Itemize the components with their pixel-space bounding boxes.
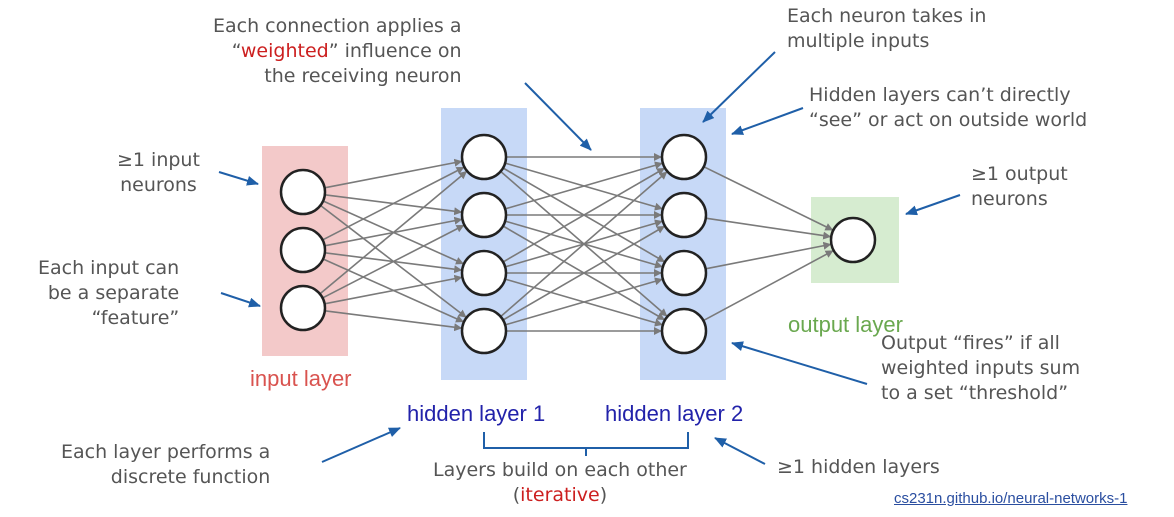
annotation-connection-line1: Each connection applies a — [213, 15, 462, 37]
annotation-build-line2: (iterative) — [433, 483, 687, 508]
layers-brace — [483, 432, 689, 456]
annotation-layer-function-line1: Each layer performs a — [61, 441, 271, 463]
annotation-layer-function: Each layer performs a discrete function — [61, 440, 270, 490]
connection-hidden2-3-to-output-0 — [703, 250, 834, 322]
annotation-fires-line2: weighted inputs sum — [881, 357, 1081, 379]
annotation-hidden-see-line2: “see” or act on outside world — [809, 109, 1088, 131]
neurons — [279, 133, 877, 355]
annotation-hidden-see: Hidden layers can’t directly “see” or ac… — [809, 83, 1087, 133]
neuron-hidden2-4 — [660, 307, 708, 355]
arrow-hidden-count — [714, 437, 766, 465]
annotation-input-neurons: ≥1 input neurons — [117, 148, 200, 198]
annotation-connection-line2: “weighted” influence on — [213, 39, 462, 64]
annotation-connection-post: ” influence on — [328, 40, 462, 62]
neuron-input-2 — [279, 226, 327, 274]
hidden-layer-1-label: hidden layer 1 — [407, 401, 546, 426]
connection-input-2-to-hidden1-0 — [319, 171, 468, 295]
annotation-fires-line1: Output “fires” if all — [881, 332, 1060, 354]
annotation-build-pre: ( — [512, 484, 521, 506]
connection-hidden1-3-to-hidden2-0 — [500, 171, 668, 318]
connection-input-0-to-hidden1-0 — [324, 158, 463, 189]
connection-hidden2-0-to-output-0 — [703, 165, 834, 231]
annotation-feature-line1: Each input can — [38, 257, 180, 279]
arrow-input-neurons — [218, 171, 259, 186]
annotation-feature: Each input can be a separate “feature” — [38, 256, 179, 331]
annotation-hidden-count: ≥1 hidden layers — [777, 455, 940, 480]
connection-input-1-to-hidden1-0 — [322, 166, 465, 241]
neuron-hidden1-3 — [460, 249, 508, 297]
connection-hidden1-3-to-hidden2-1 — [502, 225, 665, 321]
arrow-neuron-inputs — [702, 51, 776, 123]
annotation-hidden-count-line1: ≥1 hidden layers — [777, 456, 940, 478]
annotation-neuron-inputs-line1: Each neuron takes in — [787, 5, 987, 27]
annotation-feature-line2: be a separate — [47, 282, 180, 304]
arrow-connection — [524, 82, 592, 151]
neuron-hidden2-3 — [660, 249, 708, 297]
arrow-hidden-see — [731, 107, 804, 135]
arrow-feature — [220, 292, 261, 308]
annotation-output-neurons: ≥1 output neurons — [971, 162, 1068, 212]
annotation-feature-line3: “feature” — [91, 307, 180, 329]
connection-hidden2-2-to-output-0 — [705, 241, 832, 270]
annotation-arrows — [218, 51, 961, 465]
annotation-input-neurons-line2: neurons — [120, 174, 197, 196]
connection-hidden1-1-to-hidden2-0 — [504, 161, 663, 210]
annotation-connection: Each connection applies a “weighted” inf… — [213, 14, 462, 89]
connection-input-2-to-hidden1-2 — [324, 274, 463, 305]
arrow-layer-function — [321, 427, 401, 463]
hidden-layer-2-label: hidden layer 2 — [605, 401, 744, 426]
annotation-connection-pre: “ — [231, 40, 241, 62]
annotation-input-neurons-line1: ≥1 input — [117, 149, 200, 171]
neuron-output-1 — [829, 216, 877, 264]
annotation-build-highlight: iterative — [520, 484, 600, 506]
annotation-fires-line3: to a set “threshold” — [881, 382, 1069, 404]
annotation-neuron-inputs-line2: multiple inputs — [787, 30, 930, 52]
neuron-hidden1-4 — [460, 307, 508, 355]
annotation-build-line1: Layers build on each other — [433, 459, 687, 481]
connections — [319, 153, 834, 335]
input-layer-label: input layer — [250, 366, 352, 391]
annotation-neuron-inputs: Each neuron takes in multiple inputs — [787, 4, 986, 54]
neuron-hidden1-1 — [460, 133, 508, 181]
connection-hidden1-3-to-hidden2-2 — [504, 277, 663, 326]
connection-hidden2-1-to-output-0 — [705, 217, 832, 240]
output-layer-label: output layer — [788, 312, 903, 337]
annotation-build: Layers build on each other (iterative) — [433, 458, 687, 508]
connection-hidden1-2-to-hidden2-0 — [502, 167, 665, 263]
annotation-connection-highlight: weighted — [240, 40, 329, 62]
annotation-output-neurons-line2: neurons — [971, 188, 1048, 210]
arrow-output-neurons — [905, 194, 961, 216]
neuron-input-3 — [279, 284, 327, 332]
source-link[interactable]: cs231n.github.io/neural-networks-1 — [894, 490, 1128, 507]
annotation-output-neurons-line1: ≥1 output — [971, 163, 1068, 185]
neuron-input-1 — [279, 168, 327, 216]
connection-input-2-to-hidden1-3 — [324, 310, 463, 332]
neuron-hidden2-1 — [660, 133, 708, 181]
annotation-hidden-see-line1: Hidden layers can’t directly — [809, 84, 1071, 106]
arrow-fires — [731, 341, 868, 385]
annotation-layer-function-line2: discrete function — [110, 466, 271, 488]
annotation-fires: Output “fires” if all weighted inputs su… — [881, 331, 1080, 406]
neuron-hidden2-2 — [660, 191, 708, 239]
neuron-hidden1-2 — [460, 191, 508, 239]
connection-input-2-to-hidden1-1 — [322, 224, 465, 299]
annotation-connection-line3: the receiving neuron — [264, 65, 462, 87]
annotation-build-post: ) — [599, 484, 608, 506]
